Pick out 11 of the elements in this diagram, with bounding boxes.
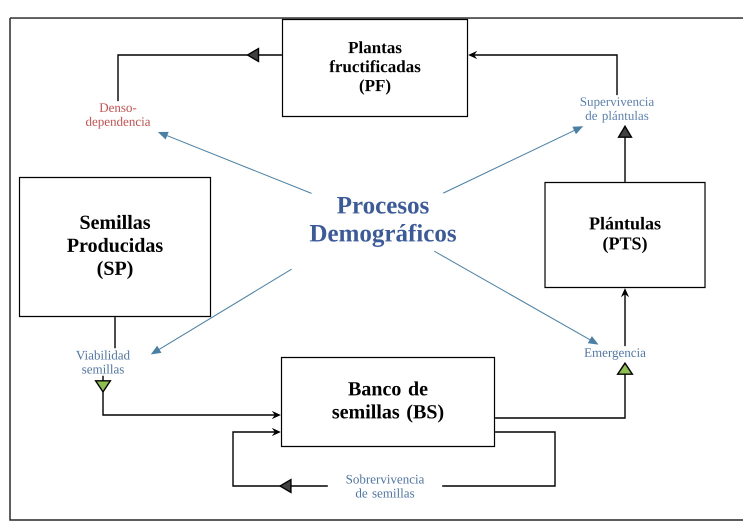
process-label: Supervivencia de plántulas [580, 97, 654, 123]
arrow [232, 428, 328, 494]
center-title: Procesos Demográficos [310, 197, 456, 247]
process-label: Viabilidad semillas [76, 350, 130, 374]
process-box: Banco de semillas (BS) [280, 356, 496, 448]
process-label: Denso-dependencia [86, 103, 150, 129]
process-box: Semillas Producidas (SP) [18, 176, 212, 318]
process-box: Plantas fructificadas (PF) [282, 18, 468, 118]
process-label: Sobrervivencia de semillas [346, 474, 424, 498]
process-box: Plántulas (PTS) [544, 182, 706, 288]
process-label: Emergencia [584, 348, 646, 360]
